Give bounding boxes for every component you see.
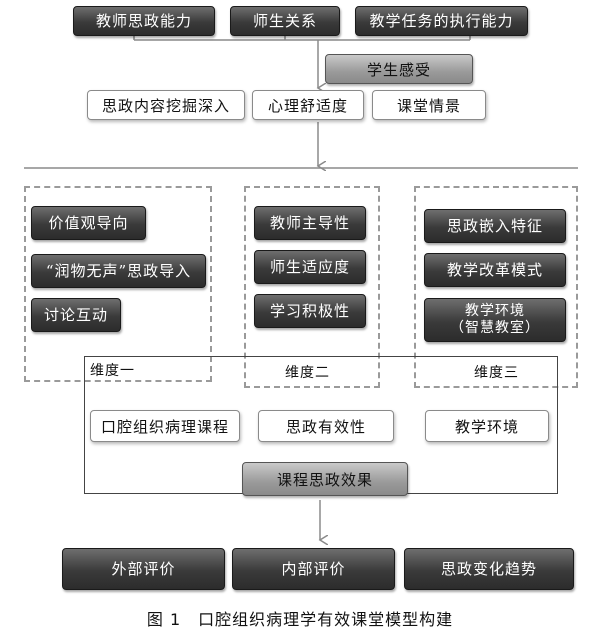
ideology-effectiveness-box: 思政有效性 <box>258 410 394 442</box>
dimension-two-frame <box>244 186 380 388</box>
dim2-teacher-student-adaptation: 师生适应度 <box>254 250 366 284</box>
external-evaluation-box: 外部评价 <box>62 548 225 590</box>
dim2-learning-enthusiasm: 学习积极性 <box>254 294 366 328</box>
dimension-one-frame <box>24 186 212 382</box>
dimension-three-frame <box>414 186 578 388</box>
factor-task-execution-ability: 教学任务的执行能力 <box>355 6 528 36</box>
dimension-three-label: 维度三 <box>474 365 519 381</box>
student-feeling-box: 学生感受 <box>325 54 473 84</box>
dim3-teaching-reform-mode: 教学改革模式 <box>424 253 566 287</box>
ideology-change-trend-box: 思政变化趋势 <box>404 548 574 590</box>
dim1-value-orientation: 价值观导向 <box>31 206 146 240</box>
factor-teacher-ideology-ability: 教师思政能力 <box>73 6 215 36</box>
dim1-subtle-ideology-introduction: “润物无声”思政导入 <box>31 254 206 288</box>
dim1-discussion-interaction: 讨论互动 <box>31 298 121 332</box>
dim2-teacher-leadership: 教师主导性 <box>254 206 366 240</box>
figure-caption: 图 1 口腔组织病理学有效课堂模型构建 <box>146 610 454 629</box>
dimension-one-label: 维度一 <box>90 363 135 379</box>
factor-psychological-comfort: 心理舒适度 <box>252 90 364 120</box>
dimension-two-label: 维度二 <box>285 365 330 381</box>
factor-content-mining: 思政内容挖掘深入 <box>87 90 245 120</box>
factor-classroom-scenario: 课堂情景 <box>372 90 486 120</box>
oral-pathology-course-box: 口腔组织病理课程 <box>90 410 240 442</box>
factor-teacher-student-relationship: 师生关系 <box>230 6 340 36</box>
dim3-ideology-embedding-features: 思政嵌入特征 <box>424 209 566 243</box>
teaching-environment-box: 教学环境 <box>425 410 549 442</box>
internal-evaluation-box: 内部评价 <box>232 548 395 590</box>
course-ideology-effect-box: 课程思政效果 <box>242 462 408 496</box>
dim3-teaching-environment-smart-classroom: 教学环境 （智慧教室） <box>424 298 566 342</box>
